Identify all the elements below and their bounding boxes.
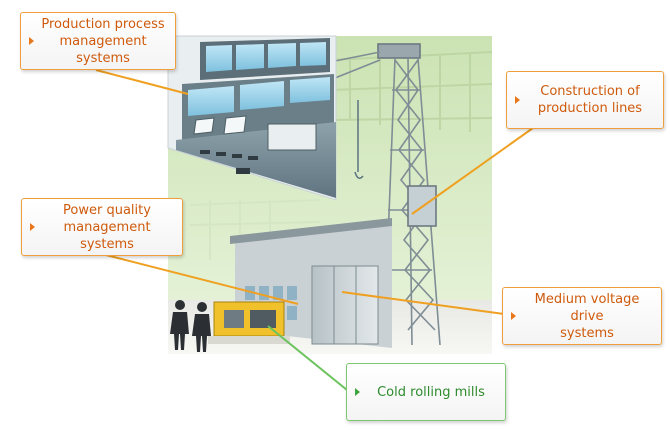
leader-lines	[95, 69, 534, 391]
bullet-arrow-icon	[29, 37, 34, 45]
callout-power-quality: Power quality management systems	[21, 198, 183, 256]
callout-production-process: Production process management systems	[20, 12, 176, 70]
control-room-inset	[167, 35, 337, 201]
callout-label: Cold rolling mills	[377, 384, 485, 400]
callout-cold-rolling: Cold rolling mills	[346, 363, 506, 421]
bullet-arrow-icon	[30, 223, 35, 231]
leader-power	[105, 254, 299, 305]
leader-medium	[341, 291, 505, 315]
bullet-arrow-icon	[355, 388, 360, 396]
leader-production	[95, 69, 189, 95]
callout-label: Power quality management systems	[63, 202, 151, 252]
callout-label: Construction of production lines	[537, 84, 643, 116]
bullet-arrow-icon	[515, 96, 520, 104]
leader-cold	[267, 325, 348, 391]
crane-hook-icon	[354, 100, 364, 179]
callout-construction: Construction of production lines	[506, 71, 664, 129]
bullet-arrow-icon	[511, 312, 516, 320]
callout-label: Production process management systems	[41, 16, 165, 66]
callout-medium-voltage: Medium voltage drive systems	[502, 287, 662, 345]
callout-label: Medium voltage drive systems	[534, 291, 640, 341]
rolling-mill-machine	[208, 301, 290, 344]
workers-figures	[170, 300, 211, 352]
leader-construction	[411, 127, 534, 215]
